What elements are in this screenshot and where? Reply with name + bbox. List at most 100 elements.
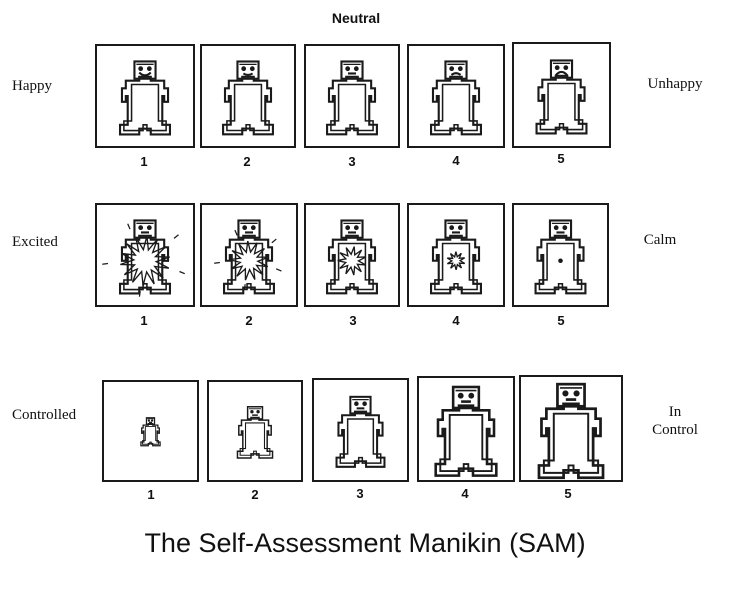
manikin-eye (345, 66, 351, 72)
manikin-head (133, 60, 157, 80)
manikin-icon (535, 59, 588, 135)
manikin-head (145, 417, 156, 426)
label-unhappy: Unhappy (647, 76, 703, 92)
dominance-panel-5 (519, 375, 623, 482)
manikin-figure (140, 417, 161, 447)
manikin-head (549, 59, 574, 79)
manikin-eye (362, 401, 367, 407)
manikin-eye (147, 419, 151, 422)
manikin-figure (430, 60, 482, 136)
manikin-figure (537, 382, 605, 480)
manikin-body-outline (118, 234, 172, 295)
manikin-eye (250, 225, 256, 231)
manikin-eye (353, 225, 359, 231)
manikin-eye (457, 225, 463, 231)
label-calm: Calm (643, 232, 677, 248)
manikin-eye (345, 225, 351, 231)
manikin-head (349, 395, 372, 415)
manikin-figure (535, 59, 588, 135)
manikin-icon (534, 219, 587, 295)
manikin-eye (353, 66, 359, 72)
arousal-number-2: 2 (245, 313, 253, 328)
arousal-panel-2 (200, 203, 298, 307)
manikin-body-outline (535, 74, 588, 135)
manikin-eye (553, 225, 559, 231)
manikin-eye (354, 401, 359, 407)
manikin-eye (146, 225, 152, 231)
manikin-eye (554, 65, 560, 71)
motion-mark (275, 268, 282, 272)
dominance-number-1: 1 (147, 487, 155, 502)
manikin-icon (537, 382, 605, 480)
manikin-body-outline (434, 404, 498, 477)
manikin-head (236, 60, 260, 80)
valence-panel-3 (304, 44, 400, 148)
manikin-icon (430, 219, 482, 295)
dominance-number-4: 4 (461, 486, 469, 501)
manikin-eye (249, 66, 255, 72)
manikin-icon (118, 60, 172, 136)
motion-mark (173, 234, 179, 239)
manikin-head (246, 406, 264, 420)
manikin-mouth (242, 72, 254, 76)
manikin-head (237, 219, 261, 239)
label-in-control: In Control (652, 404, 698, 438)
manikin-eye (449, 225, 455, 231)
manikin-eye (241, 66, 247, 72)
manikin-body-inner (330, 83, 374, 132)
manikin-body-inner (330, 242, 374, 291)
arousal-number-4: 4 (452, 313, 460, 328)
manikin-eye (250, 410, 254, 414)
manikin-figure (430, 219, 482, 295)
manikin-figure (222, 60, 274, 136)
manikin-eye (562, 225, 568, 231)
arousal-number-5: 5 (557, 313, 565, 328)
manikin-body-outline (335, 410, 386, 468)
manikin-body-outline (537, 402, 605, 480)
valence-number-4: 4 (452, 153, 460, 168)
manikin-head (340, 219, 364, 239)
manikin-eye (573, 390, 580, 397)
motion-mark (102, 262, 109, 265)
manikin-body-inner (239, 422, 271, 456)
valence-panel-4 (407, 44, 505, 148)
manikin-body-inner (123, 242, 167, 291)
manikin-icon (140, 417, 161, 447)
manikin-icon (430, 60, 482, 136)
manikin-body-outline (534, 234, 587, 295)
arousal-burst (337, 246, 367, 276)
manikin-eye (457, 66, 463, 72)
manikin-icon (236, 406, 274, 459)
label-happy: Happy (12, 78, 52, 94)
manikin-icon (434, 385, 498, 477)
manikin-body-inner (538, 242, 583, 291)
manikin-eye (468, 392, 475, 399)
manikin-head (444, 60, 468, 80)
arousal-panel-4 (407, 203, 505, 307)
manikin-head (133, 219, 157, 239)
manikin-eye (150, 419, 154, 422)
manikin-body-inner (434, 83, 478, 132)
motion-mark (138, 290, 141, 297)
valence-number-5: 5 (557, 151, 565, 166)
arousal-panel-1 (95, 203, 195, 307)
manikin-icon (214, 219, 282, 295)
manikin-icon (326, 60, 378, 136)
dominance-number-5: 5 (564, 486, 572, 501)
arousal-number-1: 1 (140, 313, 148, 328)
label-excited: Excited (12, 234, 58, 250)
manikin-body-inner (226, 83, 270, 132)
manikin-figure (326, 60, 378, 136)
manikin-head (548, 219, 573, 239)
dominance-number-3: 3 (356, 486, 364, 501)
valence-number-1: 1 (140, 154, 148, 169)
valence-number-2: 2 (243, 154, 251, 169)
arousal-panel-5 (512, 203, 609, 307)
arousal-burst (120, 235, 170, 286)
arousal-burst (229, 240, 269, 281)
manikin-body-outline (118, 75, 172, 136)
neutral-label: Neutral (331, 10, 381, 26)
manikin-figure (534, 219, 587, 295)
motion-mark (179, 270, 185, 275)
